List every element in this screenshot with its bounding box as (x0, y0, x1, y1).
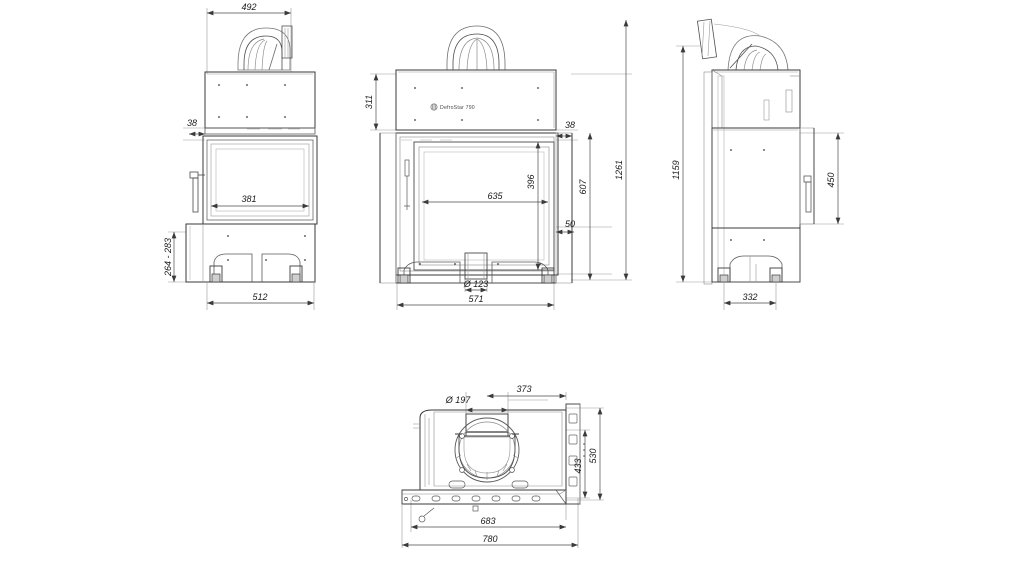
dimension-label: 396 (526, 174, 536, 189)
brand-logo: DefroStar 790 (430, 103, 475, 111)
dimension-label: 50 (565, 219, 575, 229)
dimension-396: 396 (526, 141, 541, 270)
door-handle (189, 171, 205, 213)
dimension-label: 635 (487, 191, 503, 201)
dimension-264-283: 264 - 283 (163, 231, 177, 282)
view-front-elevation: DefroStar 790 (364, 19, 632, 310)
dimension-label: Ø 123 (463, 279, 489, 289)
dimension-label: 1159 (671, 160, 681, 179)
dimension-label: 571 (468, 294, 483, 304)
dimension-780: 780 (401, 534, 578, 548)
dimension-1159: 1159 (671, 45, 686, 282)
dimension-label: 683 (480, 516, 495, 526)
dimension-label: 530 (588, 448, 598, 463)
brand-logo-text: DefroStar 790 (440, 105, 475, 111)
dimension-label: 373 (516, 384, 531, 394)
dimension-635: 635 (421, 191, 548, 205)
dimension-50: 50 (555, 219, 575, 235)
view-left-side-elevation: 492 38 381 264 - 283 512 (163, 2, 318, 310)
right-chimney-outlet (696, 18, 789, 71)
right-door-handle (803, 175, 812, 213)
dimension-512: 512 (206, 292, 314, 306)
dimension-label: 780 (482, 534, 497, 544)
center-view-feet (397, 267, 555, 284)
dimension-label: 492 (241, 2, 256, 12)
view-plan-section: Ø 197 373 433 530 683 780 (401, 384, 604, 548)
dimension-label: 512 (252, 292, 267, 302)
dimension-683: 683 (410, 516, 566, 530)
dimension-diameter-197: Ø 197 (445, 395, 508, 413)
dimension-492: 492 (206, 2, 291, 16)
left-chimney-outlet (237, 25, 293, 71)
dimension-381: 381 (210, 194, 309, 209)
dimension-label: 433 (573, 458, 583, 473)
dimension-label: Ø 197 (445, 395, 472, 405)
right-view-feet (717, 267, 783, 283)
dimension-450: 450 (826, 132, 841, 224)
view-right-side-elevation: 1159 450 332 (671, 18, 844, 310)
dimension-332: 332 (723, 292, 776, 306)
deflector-assembly (454, 417, 520, 483)
left-view-feet (209, 265, 303, 283)
dimension-label: 607 (578, 179, 588, 195)
dimension-label: 381 (241, 194, 256, 204)
dimension-label: 38 (187, 118, 197, 128)
dimension-label: 264 - 283 (163, 238, 173, 277)
dimension-38-center: 38 (555, 120, 575, 139)
dimension-label: 450 (826, 172, 836, 187)
dimension-label: 1261 (614, 160, 624, 180)
dimension-607: 607 (578, 132, 593, 280)
dimension-38-left: 38 (187, 118, 205, 137)
dimension-373: 373 (486, 384, 566, 399)
dimension-label: 38 (565, 120, 575, 130)
dimension-433: 433 (573, 429, 588, 498)
dimension-571: 571 (396, 294, 554, 308)
dimension-1261: 1261 (614, 19, 629, 280)
air-inlet-duct (464, 252, 488, 280)
dimension-label: 311 (364, 95, 374, 109)
dimension-label: 332 (742, 292, 757, 302)
dimension-diameter-123: Ø 123 (463, 279, 489, 293)
dimension-311: 311 (364, 73, 379, 130)
dimension-530: 530 (588, 407, 603, 500)
